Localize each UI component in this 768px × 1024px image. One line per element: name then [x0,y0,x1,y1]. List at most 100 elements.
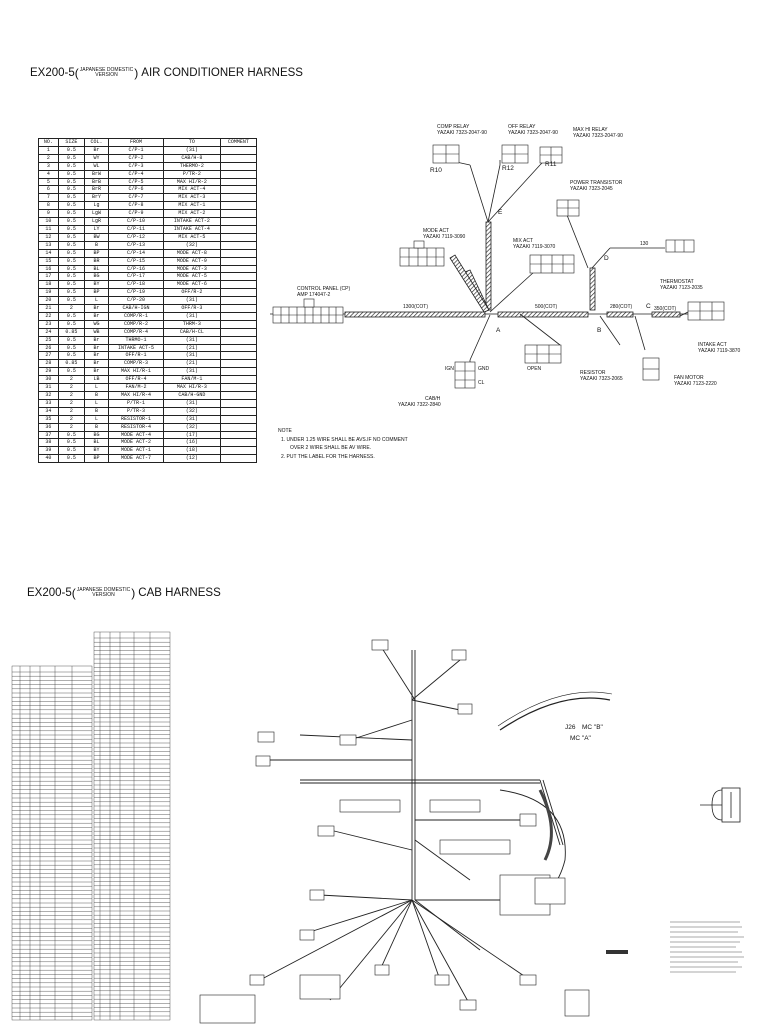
label-cab-h: CAB/H [425,396,441,402]
mix-act-connector [529,254,575,274]
label-dim-1300: 1300(COT) [403,304,428,310]
max-hi-relay-connector [539,146,563,164]
label-resistor: RESISTOR [580,370,606,376]
label-comp-relay-part: YAZAKI 7323-2047-90 [437,130,487,136]
label-r11: R11 [545,161,557,168]
ac-harness-title: EX200-5 ( JAPANESE DOMESTIC VERSION ) AI… [30,66,303,80]
label-power-transistor: POWER TRANSISTOR [570,180,623,186]
cab-diagram-labels: J26 MC "B" MC "A" [565,724,604,742]
ac-title-sub1: JAPANESE DOMESTIC [79,66,134,73]
label-dim-350: 350(COT) [654,306,677,312]
label-dim-500: 500(COT) [535,304,558,310]
label-point-a: A [496,327,501,334]
trunk-segment-500 [497,311,589,318]
thermostat-connector [665,239,695,253]
trunk-segment-350 [651,311,681,318]
notes-line2: OVER 2 WIRE SHALL BE AV WIRE. [290,445,371,451]
ac-harness-wires [270,159,701,365]
label-point-d: D [604,255,609,262]
label-resistor-part: YAZAKI 7323-2065 [580,376,623,382]
label-intake-act-part: YAZAKI 7119-3870 [698,348,741,354]
ac-title-text: AIR CONDITIONER HARNESS [141,67,303,79]
intake-act-connector [687,301,725,321]
off-relay-connector [501,144,529,164]
label-point-e: E [498,209,503,216]
cab-title-close-paren: ) [131,586,136,600]
ac-notes: NOTE 1. UNDER 1.25 WIRE SHALL BE AVS.IF … [278,428,408,460]
label-off-relay: OFF RELAY [508,124,536,130]
ac-diagram-labels: COMP RELAY YAZAKI 7323-2047-90 OFF RELAY… [297,124,741,408]
cell-comment [219,454,258,464]
cab-title-open-paren: ( [71,586,76,600]
cell-color: BP [83,454,110,464]
label-mix-act: MIX ACT [513,238,533,244]
label-fan-motor: FAN MOTOR [674,375,704,381]
cab-harness-title: EX200-5 ( JAPANESE DOMESTIC VERSION ) CA… [27,586,221,600]
comp-relay-connector [432,144,460,164]
label-cab-h-part: YAZAKI 7322-2840 [398,402,441,408]
label-mode-act: MODE ACT [423,228,449,234]
cab-title-text: CAB HARNESS [138,587,221,599]
label-ign: IGN [445,366,454,372]
branch-e-up [485,221,492,311]
label-max-hi-relay-part: YAZAKI 7323-2047-90 [573,133,623,139]
cab-title-sub1: JAPANESE DOMESTIC [76,586,131,593]
cab-h-connector [454,361,476,389]
label-mode-act-part: YAZAKI 7119-3090 [423,234,466,240]
ac-harness-trunk [344,221,681,318]
cab-connectors [199,639,590,1024]
label-thermostat: THERMOSTAT [660,279,694,285]
cab-right-table-rows [94,637,170,1017]
label-mc-b: MC "B" [582,724,604,731]
trunk-segment-1300 [344,311,486,318]
ac-title-close-paren: ) [134,66,139,80]
branch-d-up [589,267,596,311]
label-fan-motor-part: YAZAKI 7123-2220 [674,381,717,387]
cab-wire-table-left [11,665,93,1021]
label-intake-act: INTAKE ACT [698,342,727,348]
label-thermostat-part: YAZAKI 7123-2035 [660,285,703,291]
label-control-panel-part: AMP 174047-2 [297,292,330,298]
cab-left-table-rows [12,671,92,1017]
label-r12: R12 [502,165,514,172]
label-control-panel: CONTROL PANEL (CP) [297,286,350,292]
cab-title-version-stack: JAPANESE DOMESTIC VERSION [76,586,131,599]
label-off-relay-part: YAZAKI 7323-2047-90 [508,130,558,136]
cab-harness-drawing [259,644,613,1006]
power-transistor-connector [556,199,580,217]
label-dim-280: 280(COT) [610,304,633,310]
mode-act-connector [399,240,445,267]
label-max-hi-relay: MAX HI RELAY [573,127,608,133]
resistor-connector [524,344,562,364]
label-cl: CL [478,380,485,386]
label-len-130: 130 [640,241,649,247]
cab-title-model: EX200-5 [27,587,72,599]
ac-title-version-stack: JAPANESE DOMESTIC VERSION [79,66,134,79]
trunk-segment-280 [606,311,634,318]
notes-line1: 1. UNDER 1.25 WIRE SHALL BE AVS.IF NO CO… [281,437,408,443]
label-r10: R10 [430,167,442,174]
cab-notes-block [606,921,744,973]
label-comp-relay: COMP RELAY [437,124,470,130]
label-open: OPEN [527,366,542,372]
cab-title-sub2: VERSION [92,592,115,598]
cab-right-connector [700,787,741,823]
cell-size: 0.5 [57,454,85,464]
ac-connectors [272,144,725,389]
ac-title-sub2: VERSION [95,72,118,78]
ac-title-open-paren: ( [74,66,79,80]
